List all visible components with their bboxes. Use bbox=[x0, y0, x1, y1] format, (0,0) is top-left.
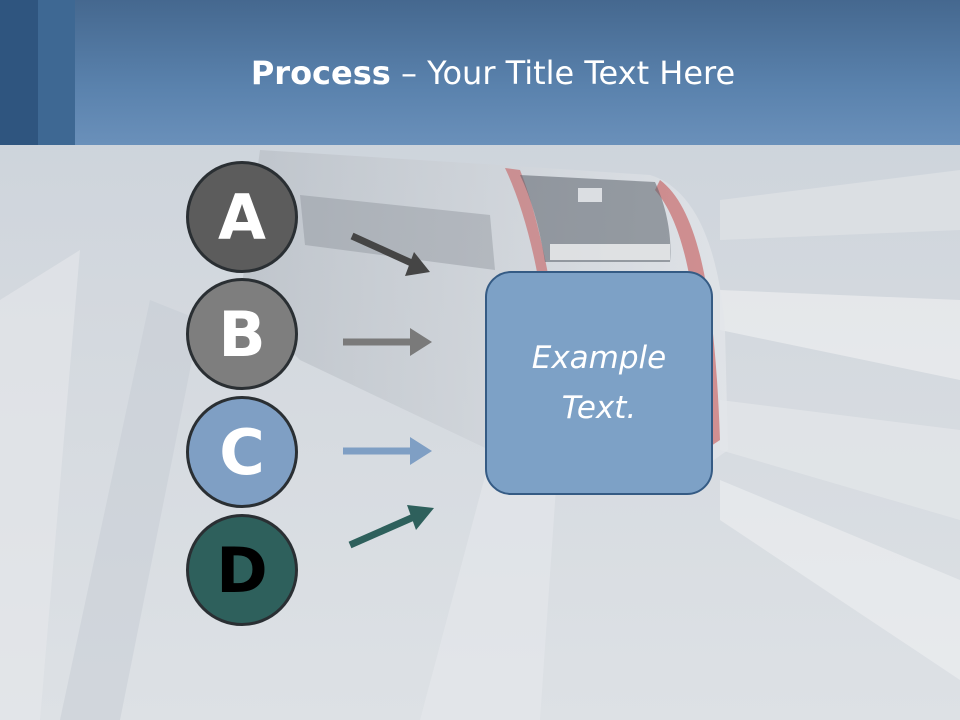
title-bold-part: Process bbox=[250, 54, 391, 92]
arrow-d bbox=[348, 505, 434, 549]
title-banner bbox=[0, 0, 960, 145]
banner-accent-strip-dark bbox=[0, 0, 38, 145]
arrow-b bbox=[343, 328, 432, 356]
step-circle-d: D bbox=[186, 514, 298, 626]
example-text-line-1: Example bbox=[531, 340, 667, 376]
arrow-c bbox=[343, 437, 432, 465]
banner-accent-strip-mid bbox=[38, 0, 75, 145]
example-text-line-2: Text. bbox=[561, 390, 637, 426]
step-circle-c: C bbox=[186, 396, 298, 508]
title-rest-part: – Your Title Text Here bbox=[390, 54, 736, 92]
slide-title: Process – Your Title Text Here bbox=[0, 54, 960, 92]
arrow-a bbox=[350, 232, 430, 276]
step-circle-a: A bbox=[186, 161, 298, 273]
step-circle-b: B bbox=[186, 278, 298, 390]
example-text-box: Example Text. bbox=[485, 271, 713, 495]
